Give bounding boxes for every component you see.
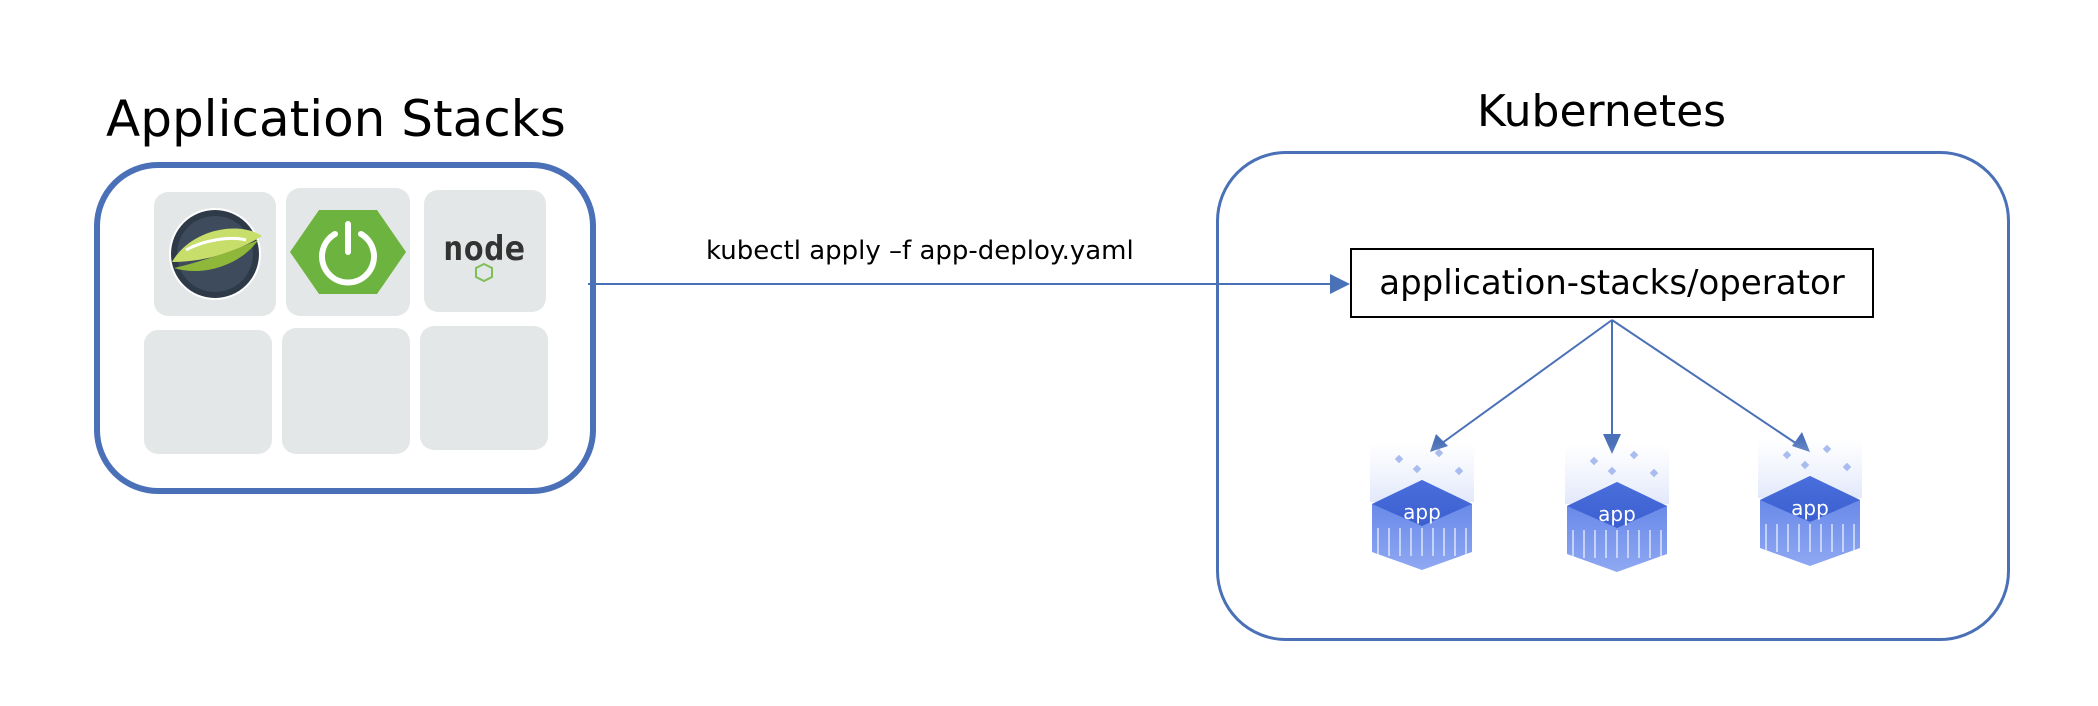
- sparkle: [1782, 450, 1792, 460]
- app-container[interactable]: app: [1565, 444, 1669, 572]
- sparkle: [1822, 444, 1832, 454]
- container-top: [1567, 482, 1667, 528]
- kubernetes-title: Kubernetes: [1477, 86, 1727, 137]
- app-label: app: [1403, 500, 1441, 524]
- deploy-arrow: [588, 274, 1350, 294]
- operator-arrows: [1437, 319, 1801, 447]
- application-stacks-panel: [94, 162, 596, 494]
- sparkle: [1394, 454, 1404, 464]
- operator-label: application-stacks/operator: [1379, 263, 1845, 303]
- app-container[interactable]: app: [1370, 442, 1474, 570]
- sparkle: [1607, 466, 1617, 476]
- stack-tile-empty: [282, 328, 410, 454]
- nodejs-logo-text: node: [443, 229, 525, 269]
- sparkle: [1800, 460, 1810, 470]
- spring-icon: [290, 210, 406, 294]
- kubectl-command-label: kubectl apply –f app-deploy.yaml: [706, 236, 1134, 266]
- arrow-to-app-1: [1437, 319, 1613, 447]
- sparkle: [1434, 448, 1444, 458]
- container-top: [1372, 480, 1472, 526]
- app-label: app: [1791, 496, 1829, 520]
- sparkle: [1412, 464, 1422, 474]
- operator-box[interactable]: application-stacks/operator: [1350, 248, 1874, 318]
- open-liberty-icon: [169, 208, 262, 300]
- deploy-arrow-head: [1330, 274, 1350, 294]
- application-stacks-title: Application Stacks: [106, 90, 566, 148]
- app-container[interactable]: app: [1758, 438, 1862, 566]
- container-top: [1760, 476, 1860, 522]
- arrow-to-app-3: [1611, 319, 1801, 447]
- sparkle: [1649, 468, 1659, 478]
- sparkle: [1629, 450, 1639, 460]
- stack-tile-empty: [144, 330, 272, 454]
- sparkle: [1589, 456, 1599, 466]
- nodejs-icon: node: [443, 229, 525, 283]
- sparkle: [1842, 462, 1852, 472]
- app-label: app: [1598, 502, 1636, 526]
- sparkle: [1454, 466, 1464, 476]
- stack-tile-nodejs[interactable]: [424, 190, 546, 312]
- stack-tile-empty: [420, 326, 548, 450]
- kubernetes-cluster-panel: [1216, 151, 2010, 641]
